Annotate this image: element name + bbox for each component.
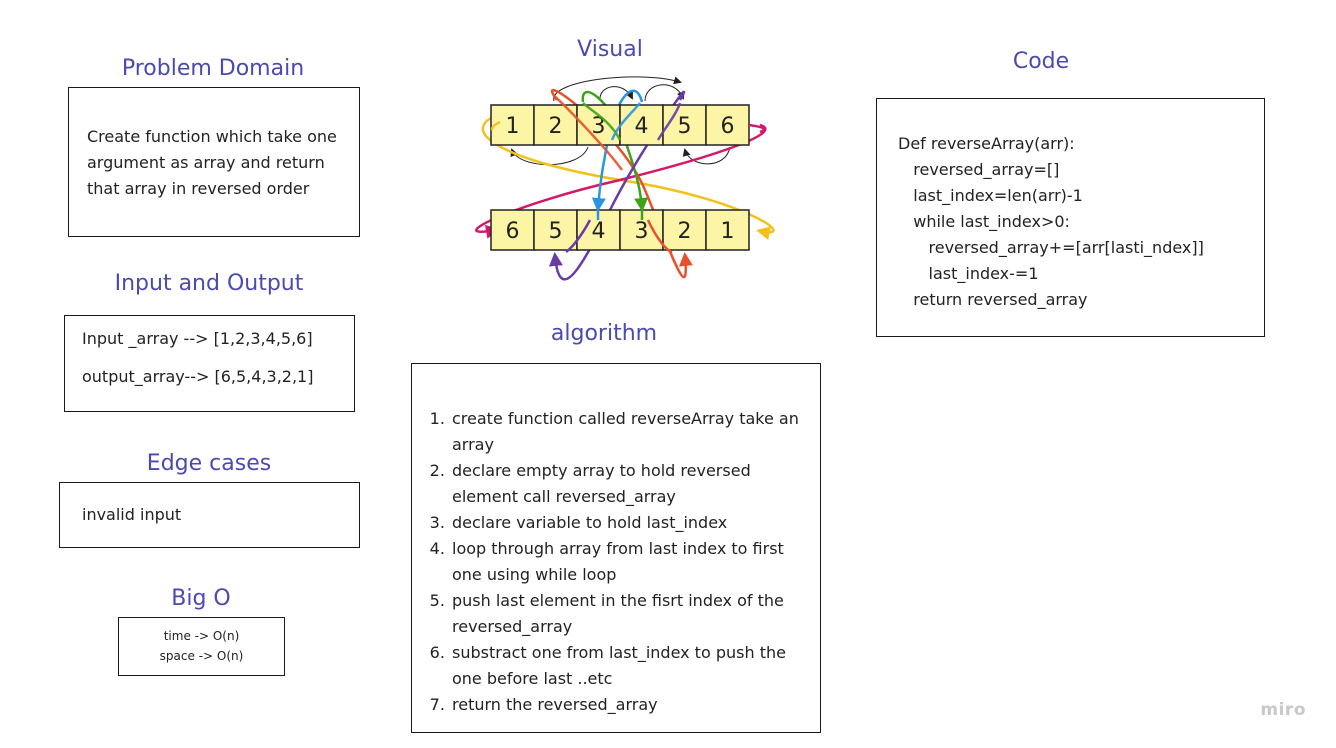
- swap-arc-top-3: [644, 84, 685, 102]
- top-cell-label: 5: [678, 114, 692, 139]
- top-array: 1 2 3 4 5 6: [490, 104, 750, 146]
- code-line: Def reverseArray(arr):: [898, 134, 1075, 153]
- output-array-text: output_array--> [6,5,4,3,2,1]: [82, 367, 314, 386]
- input-array-text: Input _array --> [1,2,3,4,5,6]: [82, 329, 313, 348]
- reverse-visual-diagram: 1 2 3 4 5 6 6 5 4 3 2 1: [475, 76, 775, 281]
- problem-domain-box: Create function which take one argument …: [68, 87, 360, 237]
- code-line: last_index=len(arr)-1: [898, 186, 1083, 205]
- bottom-cell-4: [662, 209, 707, 251]
- algorithm-steps: create function called reverseArray take…: [412, 406, 802, 718]
- swap-arc-top-1: [553, 76, 682, 102]
- bottom-cell-label: 4: [592, 219, 606, 244]
- algorithm-step: return the reversed_array: [450, 692, 802, 718]
- code-line: reversed_array+=[arr[lasti_ndex]]: [898, 238, 1204, 257]
- bottom-cell-label: 3: [635, 219, 649, 244]
- code-box: Def reverseArray(arr): reversed_array=[]…: [876, 98, 1265, 337]
- big-o-box: time -> O(n) space -> O(n): [118, 617, 285, 676]
- algorithm-title: algorithm: [550, 321, 658, 346]
- magenta-arrow: [475, 123, 767, 239]
- swap-arc-bottom-2: [682, 146, 731, 165]
- edge-cases-box: invalid input: [59, 482, 360, 548]
- problem-domain-title: Problem Domain: [121, 56, 305, 81]
- code-line: return reversed_array: [898, 290, 1088, 309]
- code-line: reversed_array=[]: [898, 160, 1060, 179]
- edge-cases-text: invalid input: [82, 505, 182, 524]
- top-cell-label: 2: [549, 114, 563, 139]
- top-cell-4: [662, 104, 707, 146]
- top-cell-label: 3: [592, 114, 606, 139]
- top-cell-label: 4: [635, 114, 649, 139]
- top-cell-5: [705, 104, 750, 146]
- input-output-title: Input and Output: [114, 271, 304, 296]
- bottom-cell-1: [533, 209, 578, 251]
- swap-arc-top-2: [599, 86, 633, 102]
- time-complexity: time -> O(n): [163, 629, 240, 643]
- algorithm-step: substract one from last_index to push th…: [450, 640, 802, 692]
- bottom-cell-label: 2: [678, 219, 692, 244]
- input-output-box: Input _array --> [1,2,3,4,5,6] output_ar…: [64, 315, 355, 412]
- bottom-cell-label: 6: [506, 219, 520, 244]
- algorithm-step: declare variable to hold last_index: [450, 510, 802, 536]
- problem-domain-text: Create function which take one argument …: [87, 127, 337, 198]
- algorithm-step: declare empty array to hold reversed ele…: [450, 458, 802, 510]
- algorithm-box: create function called reverseArray take…: [411, 363, 821, 733]
- red-arrow: [550, 88, 693, 279]
- miro-logo: miro: [1260, 700, 1306, 720]
- top-cell-label: 6: [721, 114, 735, 139]
- bottom-cell-5: [705, 209, 750, 251]
- top-cell-label: 1: [506, 114, 520, 139]
- code-line: while last_index>0:: [898, 212, 1070, 231]
- visual-title: Visual: [577, 37, 643, 62]
- algorithm-step: create function called reverseArray take…: [450, 406, 802, 458]
- bottom-array: 6 5 4 3 2 1: [490, 209, 750, 251]
- algorithm-step: push last element in the fisrt index of …: [450, 588, 802, 640]
- code-line: last_index-=1: [898, 264, 1039, 283]
- space-complexity: space -> O(n): [159, 649, 244, 663]
- edge-cases-title: Edge cases: [146, 451, 272, 476]
- bottom-cell-label: 5: [549, 219, 563, 244]
- algorithm-step: loop through array from last index to fi…: [450, 536, 802, 588]
- code-title: Code: [1012, 49, 1070, 74]
- big-o-title: Big O: [171, 586, 231, 611]
- bottom-cell-label: 1: [721, 219, 735, 244]
